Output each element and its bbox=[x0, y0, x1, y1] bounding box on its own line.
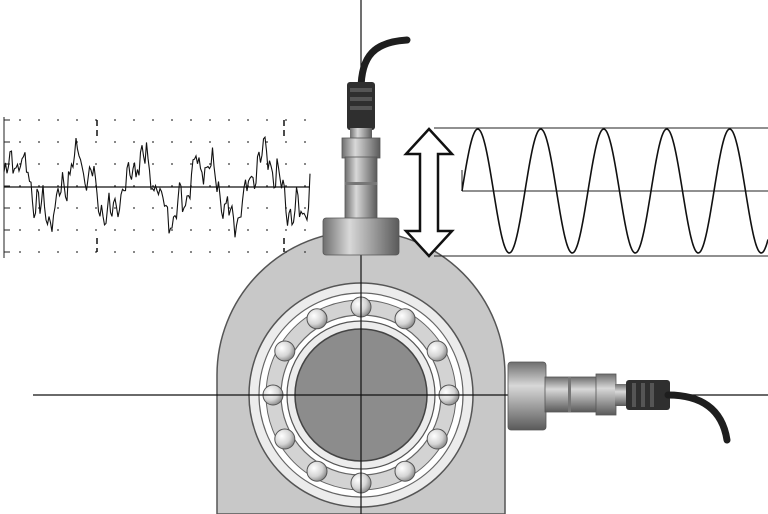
horizontal-sensor-icon bbox=[507, 361, 731, 444]
vertical-sensor-base bbox=[322, 217, 400, 256]
bearing-ball bbox=[306, 460, 328, 482]
sine-wave-trace bbox=[461, 128, 768, 254]
sine-wave-plot bbox=[434, 127, 768, 257]
bearing-ball bbox=[274, 340, 296, 362]
bearing-ball bbox=[426, 428, 448, 450]
bearing-ball bbox=[274, 428, 296, 450]
bearing-ball bbox=[306, 308, 328, 330]
horizontal-sensor-cable bbox=[664, 391, 731, 444]
vertical-sensor-icon bbox=[322, 36, 411, 256]
horizontal-sensor-neck bbox=[615, 384, 627, 406]
bearing-ball bbox=[426, 340, 448, 362]
vertical-sensor-hex bbox=[341, 137, 381, 159]
horizontal-sensor-base bbox=[507, 361, 547, 431]
horizontal-connector-nut bbox=[626, 380, 670, 410]
bearing-ball bbox=[394, 308, 416, 330]
vertical-sensor-neck bbox=[350, 128, 372, 140]
vibration-signal-trace bbox=[3, 135, 311, 238]
horizontal-sensor-hex bbox=[595, 373, 617, 416]
signal-left-ticks bbox=[4, 119, 10, 253]
double-arrow-shape bbox=[403, 127, 455, 258]
vertical-sensor-cable bbox=[357, 36, 411, 94]
signal-dash-markers bbox=[96, 120, 285, 252]
vibration-signal-plot bbox=[3, 117, 311, 258]
vertical-sensor-body bbox=[344, 156, 378, 220]
bearing-ball bbox=[394, 460, 416, 482]
double-arrow-icon bbox=[403, 127, 455, 258]
signal-dot-grid bbox=[19, 119, 306, 253]
